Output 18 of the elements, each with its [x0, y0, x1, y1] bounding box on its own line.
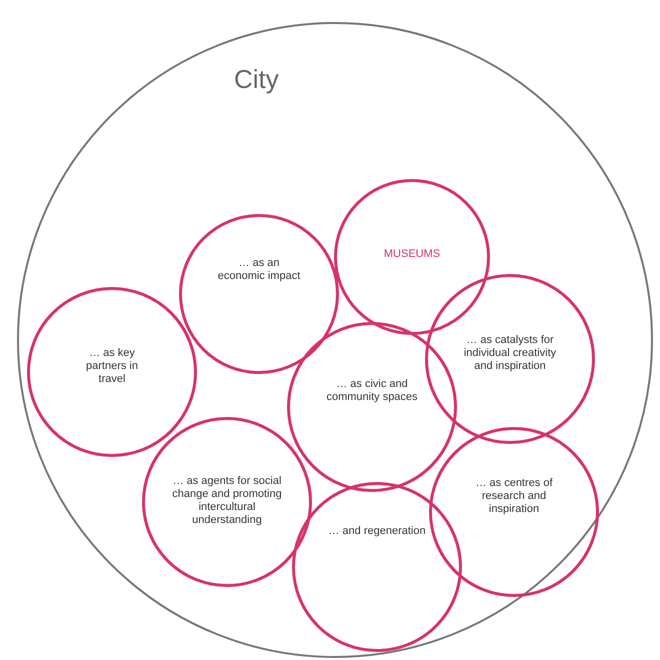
- circle: [425, 274, 595, 444]
- circle: [27, 287, 197, 457]
- circle: [429, 427, 599, 597]
- circle-label: … as centres of research and inspiration: [474, 477, 554, 516]
- circle-label: … as key partners in travel: [85, 347, 139, 386]
- group-title: City: [234, 64, 279, 94]
- circle-label: … as catalysts for individual creativity and inspiration: [462, 334, 558, 373]
- circle: [17, 22, 653, 658]
- circle: [287, 322, 457, 492]
- circle-label: … as an economic impact: [216, 257, 302, 283]
- circle: [179, 214, 339, 374]
- circle-title: MUSEUMS: [382, 248, 442, 261]
- circle-label: … as civic and community spaces: [325, 378, 419, 404]
- circle-label: … and regeneration: [327, 525, 427, 538]
- circle: [334, 179, 490, 335]
- circle-label: … as agents for social change and promoting intercultural understanding: [171, 475, 283, 527]
- circle: [292, 482, 462, 652]
- circle: [142, 417, 312, 587]
